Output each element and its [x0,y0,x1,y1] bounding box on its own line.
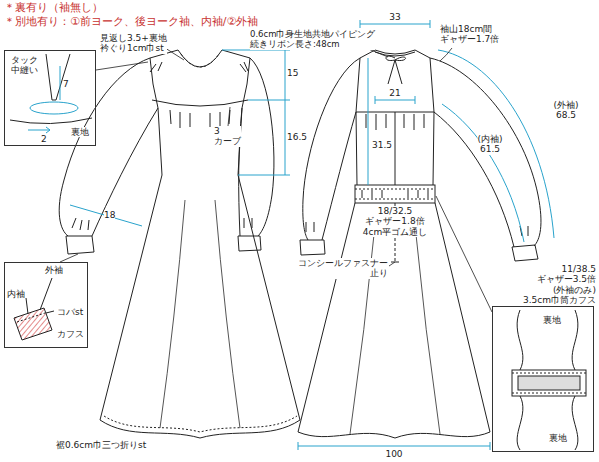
tuck-detail [10,54,92,133]
note-heading: ＊別地有り：①前ヨーク、後ヨーク袖、内袖/②外袖 [4,16,258,29]
dimension-label: 18 [104,210,115,220]
detail-inset: 裏地裏地 [492,306,594,452]
dimension-label: 33 [389,12,400,22]
sewing-note: 18/32.5 ギャザー1.8倍 4cm平ゴム通し [363,206,427,237]
dimension-label: 31.5 [372,140,392,150]
dimension-label: 21 [389,88,400,98]
detail-label: 外袖 [45,265,63,275]
detail-inset: 外袖内袖コバst カフス [4,262,88,348]
detail-label: 裏地 [549,433,567,443]
sewing-note: 見返し3.5+裏地 衿ぐり1cm巾st [100,33,167,54]
cuff-detail [14,278,54,340]
leader-lines [60,46,492,312]
detail-label: 2 [41,134,47,144]
dimension-label: 15 [287,68,298,78]
sewing-note: 裾0.6cm巾三つ折りst [56,440,146,450]
detail-inset: タック 中縫い 7 2 裏地 [4,50,96,146]
note-heading: ＊裏有り（袖無し） [4,2,103,15]
dimension-label: 3 カーブ [214,126,241,147]
waistband-detail [512,310,586,450]
detail-label: カフス [57,329,84,339]
sewing-note: 11/38.5 ギャザー3.5倍(外袖のみ) 3.5cm巾筒カフス [523,264,596,305]
dimension-label: (外袖) 68.5 [553,100,578,121]
detail-label: 内袖 [7,289,25,299]
detail-label: 裏地 [71,127,89,137]
dimension-label: 16.5 [287,132,307,142]
back-view [298,50,541,438]
detail-label: タック 中縫い [11,55,38,76]
sewing-note: コンシールファスナー 止り [298,258,388,279]
dimension-label: (内袖) 61.5 [477,134,502,155]
sewing-note: 0.6cm巾身生地共地パイピング 続きリボン長さ:48cm [250,30,375,50]
detail-label: 7 [63,79,69,89]
detail-label: 裏地 [543,315,561,325]
sewing-note: 袖山18cm間 ギャザー1.7倍 [440,24,499,45]
dimension-lines [70,20,554,450]
dimension-label: 100 [385,449,402,459]
detail-label: コバst [57,307,83,317]
